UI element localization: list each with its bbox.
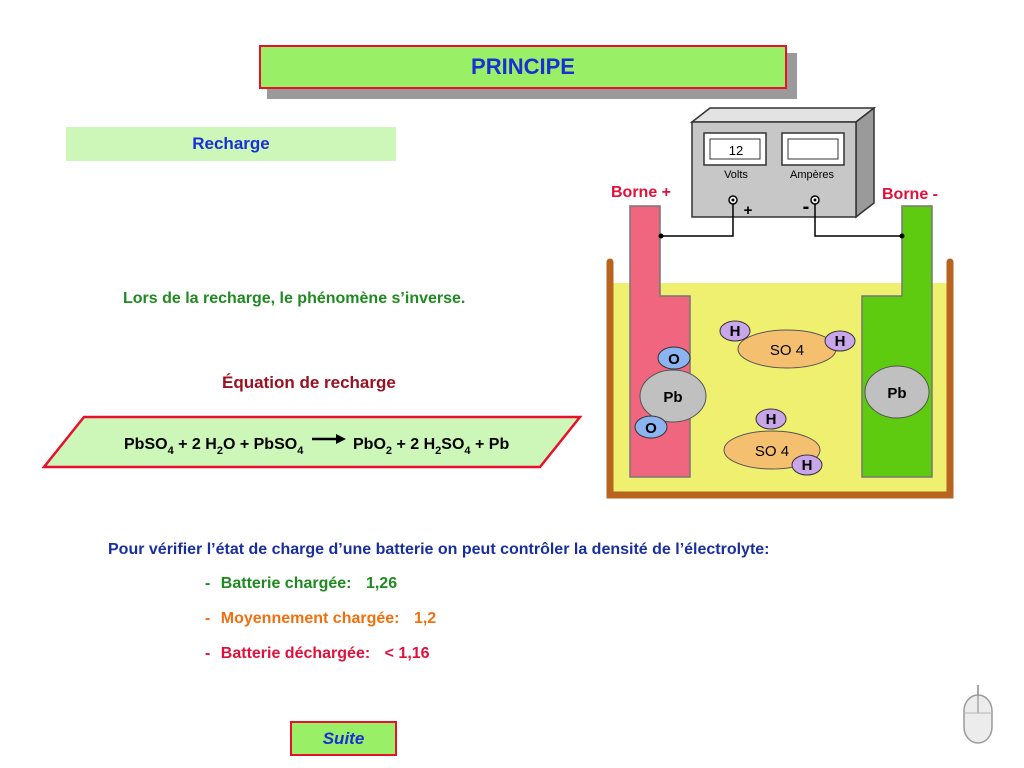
svg-text:O: O bbox=[668, 351, 680, 368]
volts-value: 12 bbox=[729, 143, 743, 158]
borne-minus-label: Borne - bbox=[882, 186, 938, 203]
volts-label: Volts bbox=[724, 169, 748, 181]
equation-title: Équation de recharge bbox=[222, 373, 396, 392]
intro-text: Lors de la recharge, le phénomène s’inve… bbox=[123, 290, 466, 307]
hydrogen-atom bbox=[719, 320, 751, 342]
negative-electrode bbox=[861, 205, 933, 478]
svg-text:H: H bbox=[835, 333, 846, 350]
hydrogen-atom bbox=[755, 408, 787, 430]
pb-atom-negative bbox=[864, 365, 930, 419]
equation-right: PbO2 + 2 H2SO4 + Pb bbox=[353, 436, 509, 457]
equation-left: PbSO4 + 2 H2O + PbSO4 bbox=[124, 436, 304, 457]
svg-text:SO 4: SO 4 bbox=[770, 342, 804, 359]
pb-atom-positive bbox=[639, 369, 707, 423]
hydrogen-atom bbox=[791, 454, 823, 476]
meter-top bbox=[689, 107, 877, 123]
level-medium: - Moyennement chargée: 1,2 bbox=[205, 610, 437, 627]
battery-diagram: 12 Volts Ampères + - Borne + Borne - Pb … bbox=[606, 106, 954, 499]
borne-plus-label: Borne + bbox=[611, 184, 671, 201]
minus-sign: - bbox=[803, 196, 810, 218]
svg-text:H: H bbox=[802, 457, 813, 474]
positive-wire bbox=[661, 204, 734, 237]
svg-text:Pb: Pb bbox=[663, 389, 682, 406]
svg-text:Pb: Pb bbox=[887, 385, 906, 402]
oxygen-atom bbox=[634, 415, 668, 439]
level-charged: - Batterie chargée: 1,26 bbox=[205, 575, 398, 592]
equation-box: PbSO4 + 2 H2O + PbSO4 PbO2 + 2 H2SO4 + P… bbox=[41, 415, 583, 469]
hydrogen-atom bbox=[824, 330, 856, 352]
level-discharged: - Batterie déchargée: < 1,16 bbox=[205, 645, 430, 662]
meter-side bbox=[855, 106, 875, 219]
reaction-arrow-icon bbox=[336, 434, 346, 444]
battery-container bbox=[606, 258, 954, 499]
mouse-icon bbox=[963, 685, 993, 744]
oxygen-atom bbox=[657, 346, 691, 370]
svg-text:H: H bbox=[766, 411, 777, 428]
density-check-text: Pour vérifier l’état de charge d’une bat… bbox=[108, 541, 770, 558]
svg-text:O: O bbox=[645, 420, 657, 437]
svg-text:H: H bbox=[730, 323, 741, 340]
svg-text:SO 4: SO 4 bbox=[755, 443, 789, 460]
suite-button[interactable]: Suite bbox=[290, 721, 397, 756]
negative-wire bbox=[814, 204, 902, 237]
page-title: PRINCIPE bbox=[259, 45, 787, 89]
plus-sign: + bbox=[744, 202, 753, 219]
section-label: Recharge bbox=[66, 127, 396, 161]
amperes-label: Ampères bbox=[790, 169, 835, 181]
